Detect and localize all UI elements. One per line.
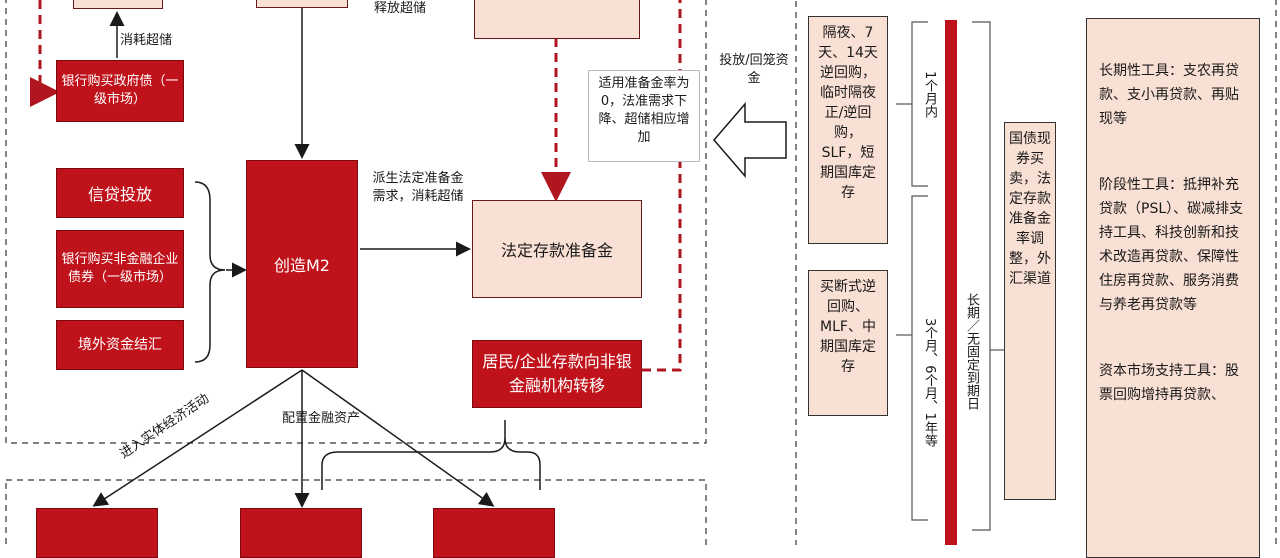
zero-rate-note: 适用准备金率为0，法准需求下降、超储相应增加	[588, 70, 700, 162]
gov-bond-box: 银行购买政府债（一级市场）	[56, 60, 184, 122]
red-loop-right	[642, 0, 682, 372]
top-center-box	[256, 0, 348, 8]
left-brace	[194, 181, 226, 363]
m2-box: 创造M2	[246, 160, 358, 368]
structural-tools-box: 长期性工具：支农再贷款、支小再贷款、再贴现等 阶段性工具：抵押补充贷款（PSL）…	[1086, 18, 1260, 558]
upper-frame	[5, 0, 707, 444]
term-label: 3个月、6个月、1年等	[922, 317, 937, 447]
bottom-brace	[321, 420, 541, 490]
long-ops-box: 国债现券买卖，法定存款准备金率调整，外汇渠道	[1004, 122, 1056, 500]
lower-box-2	[240, 508, 362, 558]
bracket-term	[911, 195, 928, 521]
right-frame	[795, 0, 1277, 545]
arrow-right-down	[301, 369, 495, 507]
top-right-box	[474, 0, 640, 39]
connector-layer	[5, 0, 1277, 545]
arrow-real-economy	[92, 369, 303, 507]
structural-capital-text: 资本市场支持工具：股票回购增持再贷款、	[1099, 363, 1239, 403]
financial-assets-label: 配置金融资产	[282, 411, 361, 426]
release-excess-label: 释放超储	[374, 1, 427, 16]
legal-reserve-box: 法定存款准备金	[472, 200, 642, 298]
lower-box-3	[433, 508, 555, 558]
within-1m-label: 1个月内	[922, 71, 937, 119]
consume-excess-label: 消耗超储	[120, 33, 173, 48]
structural-long-text: 长期性工具：支农再贷款、支小再贷款、再贴现等	[1099, 63, 1239, 127]
long-term-label: 长期／无固定到期日	[964, 292, 979, 410]
structural-phase-text: 阶段性工具：抵押补充贷款（PSL）、碳减排支持工具、科技创新和技术改造再贷款、保…	[1099, 177, 1244, 313]
hollow-arrow	[713, 101, 787, 179]
short-tools-box: 隔夜、7天、14天逆回购，临时隔夜正/逆回购，SLF，短期国库定存	[808, 16, 888, 244]
invest-label: 投放/回笼资金	[719, 53, 789, 86]
derived-reserve-label: 派生法定准备金需求，消耗超储	[372, 171, 464, 204]
bracket-long	[972, 21, 991, 531]
corp-bond-box: 银行购买非金融企业债券（一级市场）	[56, 230, 184, 308]
credit-box: 信贷投放	[56, 168, 184, 218]
red-loop-arrow	[30, 0, 60, 107]
fx-box: 境外资金结汇	[56, 320, 184, 370]
deposit-transfer-box: 居民/企业存款向非银金融机构转移	[472, 340, 642, 408]
top-left-box	[73, 0, 163, 9]
lower-frame	[5, 479, 707, 545]
timeline-bar	[945, 20, 957, 545]
lower-box-1	[36, 508, 158, 558]
mid-tools-box: 买断式逆回购、MLF、中期国库定存	[808, 270, 888, 416]
